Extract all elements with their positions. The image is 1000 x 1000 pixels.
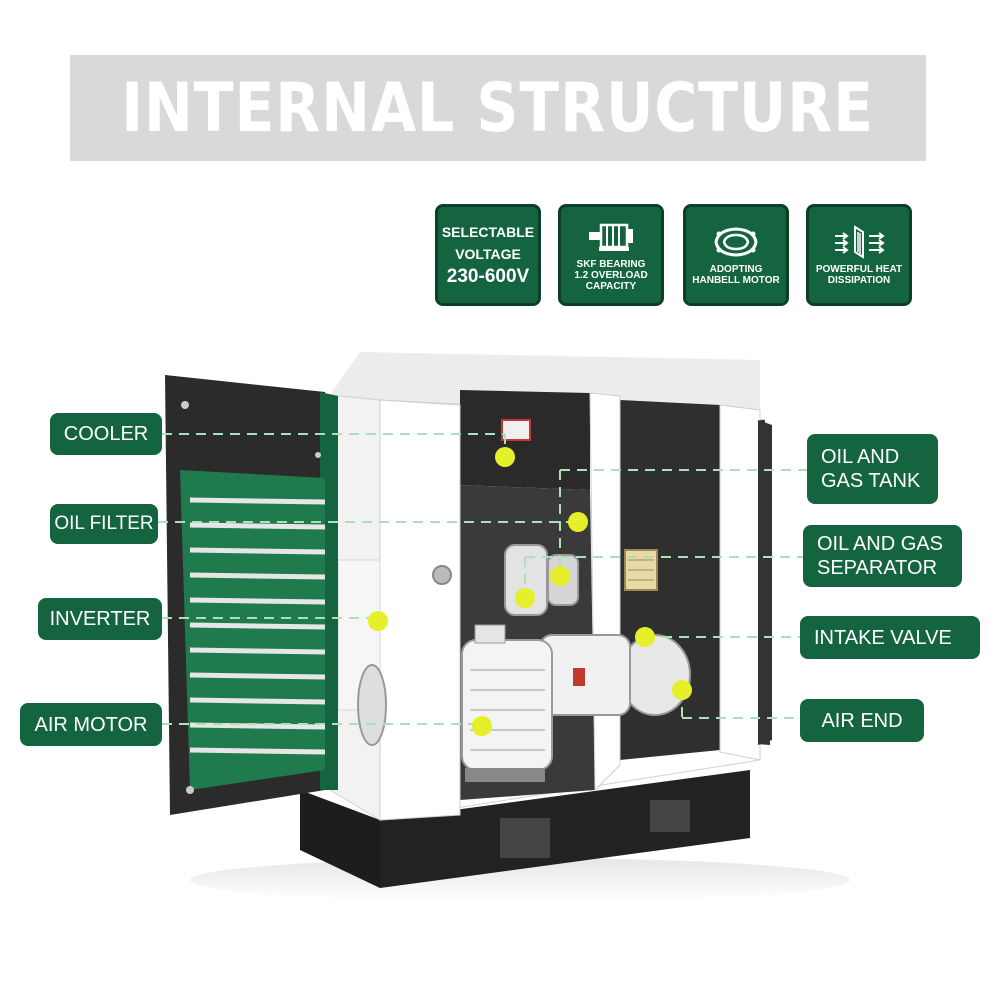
marker-inverter: [368, 611, 388, 631]
heat-dissipation-icon: [835, 225, 885, 259]
label-air-end: AIR END: [800, 699, 924, 742]
feature-skf-bearing: SKF BEARING 1.2 OVERLOAD CAPACITY: [558, 204, 664, 306]
bearing-icon: [589, 223, 633, 251]
feature-heat-dissipation: POWERFUL HEAT DISSIPATION: [806, 204, 912, 306]
feature-bearing-caption: SKF BEARING 1.2 OVERLOAD CAPACITY: [574, 258, 648, 292]
marker-intake-valve: [635, 627, 655, 647]
compressor-components: [357, 544, 691, 782]
feature-hanbell-motor: ADOPTING HANBELL MOTOR: [683, 204, 789, 306]
base-skid: [300, 770, 750, 888]
leader-lines: [158, 433, 807, 725]
marker-separator: [515, 588, 535, 608]
feature-heat-caption: POWERFUL HEAT DISSIPATION: [815, 264, 903, 286]
feature-motor-caption: ADOPTING HANBELL MOTOR: [692, 264, 780, 286]
feature-voltage-line3: 230-600V: [446, 266, 530, 287]
marker-cooler: [495, 447, 515, 467]
label-cooler: COOLER: [50, 413, 162, 455]
marker-dots: [368, 447, 692, 736]
feature-voltage-line2: VOLTAGE: [455, 246, 521, 262]
open-front-door: [165, 375, 338, 815]
marker-oil-filter: [568, 512, 588, 532]
label-inverter: INVERTER: [38, 598, 162, 640]
feature-selectable-voltage: SELECTABLE VOLTAGE 230-600V: [435, 204, 541, 306]
label-oil-filter: OIL FILTER: [50, 504, 158, 544]
marker-air-motor: [472, 716, 492, 736]
marker-air-end: [672, 680, 692, 700]
label-oil-and-gas-separator: OIL AND GAS SEPARATOR: [803, 525, 962, 587]
page-title: INTERNAL STRUCTURE: [121, 68, 875, 148]
title-banner: INTERNAL STRUCTURE: [70, 55, 926, 161]
motor-icon: [714, 227, 758, 257]
marker-oil-gas-tank: [550, 566, 570, 586]
side-door: [758, 420, 772, 745]
label-air-motor: AIR MOTOR: [20, 703, 162, 746]
label-intake-valve: INTAKE VALVE: [800, 616, 980, 659]
feature-voltage-line1: SELECTABLE: [441, 224, 535, 240]
label-oil-and-gas-tank: OIL AND GAS TANK: [807, 434, 938, 504]
